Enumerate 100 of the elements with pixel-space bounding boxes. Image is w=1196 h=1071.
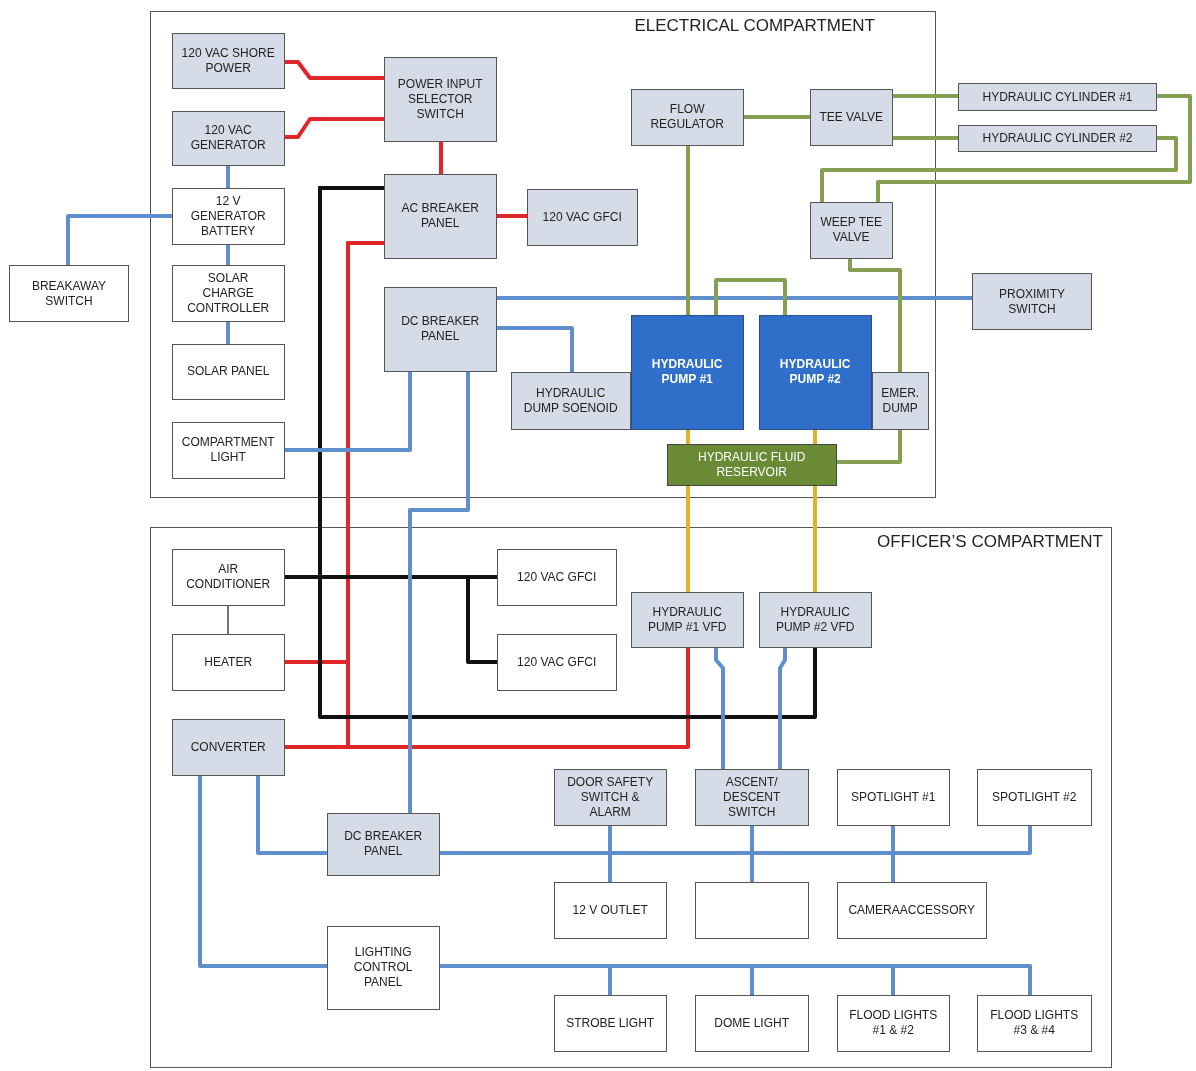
wire-connector <box>813 430 817 444</box>
wire-connector <box>497 214 527 218</box>
component-box <box>326 812 440 876</box>
component-label: 120 VAC GFCI <box>517 654 597 670</box>
wire-connector <box>744 115 810 119</box>
component-box <box>171 32 285 89</box>
component-label: COMPARTMENT LIGHT <box>180 435 276 466</box>
component-box <box>553 768 667 826</box>
wire-connector <box>686 486 690 592</box>
component-box <box>836 881 987 939</box>
component-box <box>383 286 497 372</box>
wire-connector <box>318 186 817 719</box>
component-label: DOOR SAFETY SWITCH & ALARM <box>566 774 655 820</box>
wire-connector <box>285 117 384 139</box>
wire-connector <box>714 278 787 315</box>
component-label: FLOOD LIGHTS #1 & #2 <box>848 1008 939 1039</box>
component-box <box>694 994 809 1052</box>
wire-connector <box>848 259 902 372</box>
wire-connector <box>408 372 470 813</box>
wire-connector <box>285 60 384 80</box>
wire-connector <box>226 322 230 344</box>
component-label: DC BREAKER PANEL <box>343 829 424 860</box>
component-label: TEE VALVE <box>819 109 883 125</box>
wire-connector <box>256 776 327 855</box>
component-label: SPOTLIGHT #2 <box>991 789 1077 805</box>
wire-connector <box>285 372 412 452</box>
component-label: HYDRAULIC CYLINDER #1 <box>982 89 1133 105</box>
wire-connector <box>714 648 725 769</box>
component-label: HYDRAULIC CYLINDER #2 <box>982 131 1133 146</box>
component-box <box>553 994 667 1052</box>
component-label: FLOOD LIGHTS #3 & #4 <box>989 1008 1080 1039</box>
component-box <box>809 88 893 146</box>
component-box <box>171 110 285 166</box>
component-box <box>9 265 129 322</box>
pump-box <box>758 314 872 430</box>
component-box <box>836 994 950 1052</box>
component-label: HYDRAULIC PUMP #2 VFD <box>774 604 856 635</box>
component-box <box>326 925 440 1010</box>
component-box <box>694 768 809 826</box>
component-label: HYDRAULIC PUMP #1 <box>650 357 724 388</box>
component-box <box>171 718 285 776</box>
component-label: HYDRAULIC DUMP SOENOID <box>522 385 619 416</box>
wire-connector <box>893 94 958 98</box>
component-label: POWER INPUT SELECTOR SWITCH <box>396 76 484 122</box>
component-box <box>553 881 667 939</box>
compartment-frame <box>150 11 936 498</box>
component-label: FLOW REGULATOR <box>649 102 725 133</box>
component-box <box>171 264 285 322</box>
component-box <box>871 371 929 430</box>
wire-connector <box>227 605 229 635</box>
component-label: 120 VAC SHORE POWER <box>180 45 276 76</box>
component-box <box>510 371 631 430</box>
component-box <box>171 187 285 245</box>
wire-connector <box>837 430 902 464</box>
component-label: BREAKAWAY SWITCH <box>30 278 108 309</box>
component-label: SOLAR PANEL <box>186 364 270 380</box>
component-box <box>836 768 950 826</box>
wire-connector <box>893 136 958 140</box>
component-box <box>526 188 638 246</box>
component-box <box>958 83 1157 111</box>
component-label: STROBE LIGHT <box>566 1015 655 1031</box>
component-label: AIR CONDITIONER <box>185 562 272 593</box>
component-box <box>972 273 1092 330</box>
wire-connector <box>346 241 690 749</box>
wire-connector <box>497 296 972 300</box>
component-label: 120 VAC GFCI <box>542 209 622 225</box>
component-label: AC BREAKER PANEL <box>400 201 480 232</box>
component-label: 12 V OUTLET <box>572 902 648 918</box>
component-label: ASCENT/ DESCENT SWITCH <box>722 774 782 820</box>
wire-connector <box>439 142 443 174</box>
wire-connector <box>686 146 690 315</box>
component-label: 12 V GENERATOR BATTERY <box>189 193 267 239</box>
component-box <box>383 56 497 142</box>
reservoir-box <box>666 443 837 486</box>
component-box <box>958 125 1157 152</box>
component-label: CAMERAACCESSORY <box>848 902 975 918</box>
component-label: HYDRAULIC FLUID RESERVOIR <box>697 449 807 480</box>
component-box <box>171 343 285 400</box>
component-label: SPOTLIGHT #1 <box>850 789 936 805</box>
component-box <box>171 421 285 479</box>
compartment-title: ELECTRICAL COMPARTMENT <box>634 15 875 37</box>
component-label: 120 VAC GENERATOR <box>189 123 267 154</box>
component-label: HYDRAULIC PUMP #1 VFD <box>646 604 728 635</box>
wire-connector <box>66 214 172 265</box>
component-label: DOME LIGHT <box>714 1015 789 1031</box>
component-box <box>630 88 744 146</box>
wire-connector <box>820 136 1178 202</box>
component-label: 120 VAC GFCI <box>517 569 597 585</box>
wire-connector <box>813 486 817 592</box>
component-label: HYDRAULIC PUMP #2 <box>778 357 852 388</box>
wire-connector <box>876 94 1192 202</box>
component-label: SOLAR CHARGE CONTROLLER <box>186 270 271 316</box>
component-label: PROXIMITY SWITCH <box>998 286 1066 317</box>
component-label: CONVERTER <box>190 739 266 755</box>
wire-connector <box>778 648 787 769</box>
component-box <box>630 591 744 648</box>
component-label: DC BREAKER PANEL <box>400 314 481 345</box>
component-box <box>496 548 617 606</box>
component-box <box>976 768 1092 826</box>
empty-box <box>694 881 809 939</box>
